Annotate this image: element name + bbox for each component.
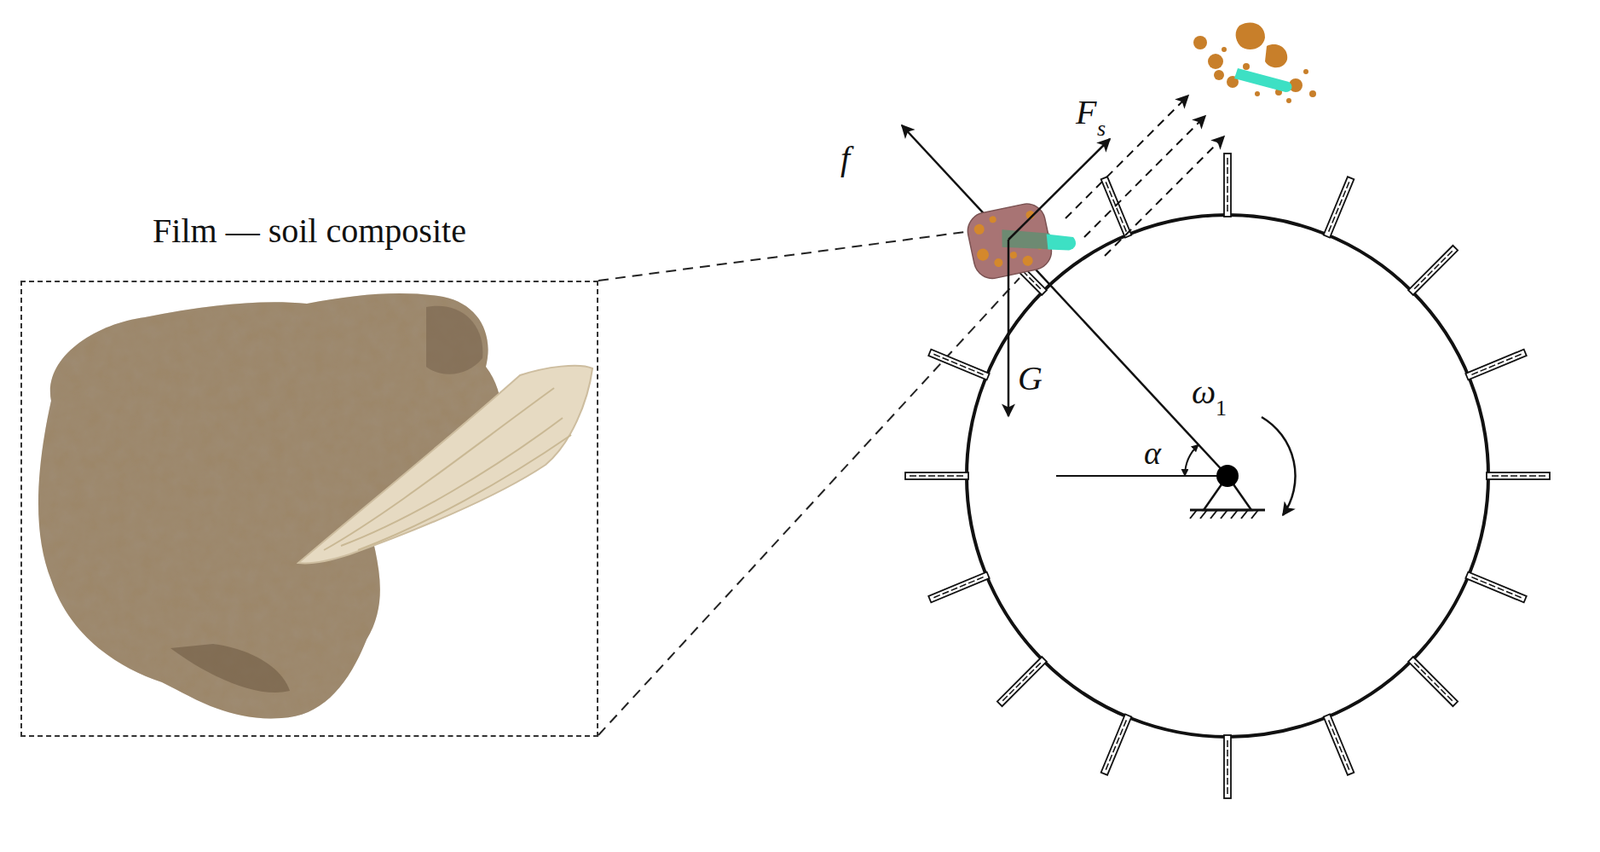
blade xyxy=(1323,176,1355,237)
force-label: G xyxy=(1017,361,1043,396)
blade xyxy=(1465,571,1526,603)
soil-photo xyxy=(38,293,593,718)
blade xyxy=(928,349,989,381)
leader-line xyxy=(598,231,965,281)
rotation-arrow xyxy=(1261,416,1296,515)
drum xyxy=(966,214,1489,737)
blade xyxy=(928,571,989,603)
fragments xyxy=(1193,22,1317,104)
blade xyxy=(1465,349,1526,381)
blades xyxy=(905,153,1550,798)
pivot-support xyxy=(1189,464,1265,519)
blade xyxy=(1101,176,1133,237)
blade xyxy=(1101,713,1133,775)
film-soil-particle xyxy=(964,195,1080,283)
trajectory-line xyxy=(1084,115,1206,237)
subscript: 1 xyxy=(1215,397,1227,420)
reference-line xyxy=(1056,474,1228,477)
blade xyxy=(905,472,969,480)
force-label: f xyxy=(840,141,850,176)
force-label: F xyxy=(1075,95,1097,130)
dashed-frame xyxy=(20,280,599,737)
force-arrow xyxy=(901,125,1228,476)
force-arrow xyxy=(1007,239,1011,416)
force-arrow xyxy=(1008,138,1110,240)
blade xyxy=(1486,472,1550,480)
blade xyxy=(1408,245,1458,295)
blade xyxy=(1408,656,1458,706)
panel-heading: Film — soil composite xyxy=(152,213,467,249)
leader-line xyxy=(598,277,1020,735)
blade xyxy=(997,656,1047,706)
speed-label: ω xyxy=(1191,375,1216,410)
trajectory-line xyxy=(1104,136,1225,256)
subscript: s xyxy=(1097,117,1106,140)
trajectory-line xyxy=(1065,95,1189,219)
blade xyxy=(1224,153,1231,217)
blade xyxy=(1323,713,1355,775)
angle-label: α xyxy=(1143,436,1162,469)
blade xyxy=(1224,734,1231,798)
angle-arc xyxy=(1184,444,1199,476)
photo-panel: Film — soil composite xyxy=(20,191,599,737)
